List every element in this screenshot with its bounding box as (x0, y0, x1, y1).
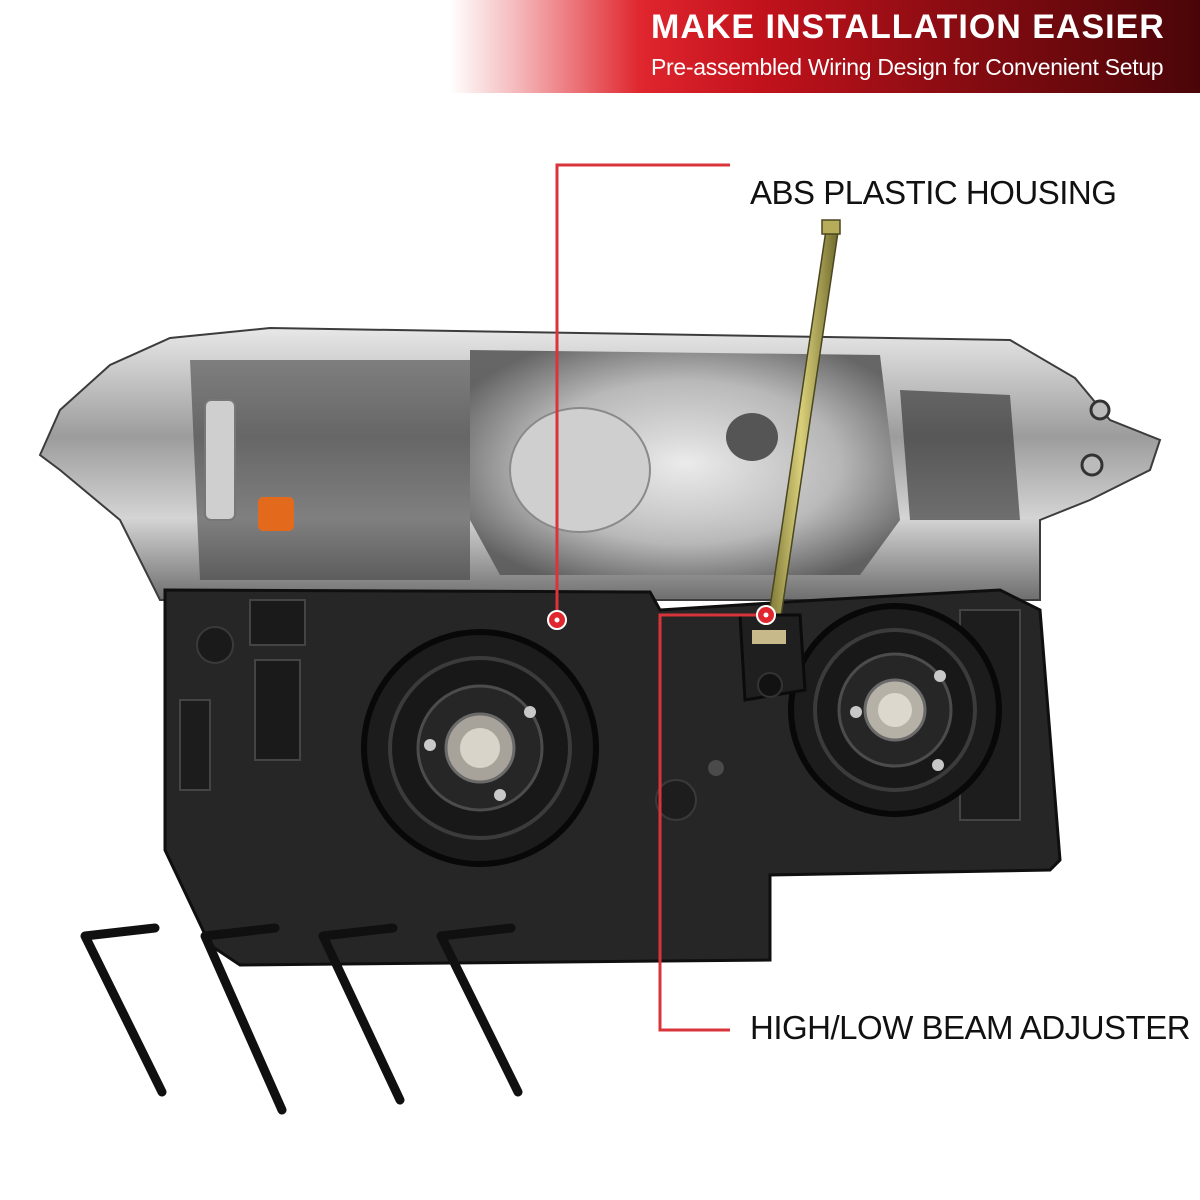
hex-key-icon (200, 923, 287, 1115)
banner-subtitle: Pre-assembled Wiring Design for Convenie… (651, 54, 1164, 80)
low-beam-socket (361, 629, 599, 867)
housing-leader-line (547, 163, 730, 630)
hex-key-icon (318, 923, 405, 1105)
amber-socket-icon (258, 497, 294, 531)
banner-title: MAKE INSTALLATION EASIER (651, 8, 1165, 46)
high-beam-socket (788, 603, 1002, 817)
hex-key-icon (436, 923, 523, 1097)
housing-callout-label: ABS PLASTIC HOUSING (750, 174, 1117, 211)
hex-key-set (80, 923, 523, 1115)
chrome-lens-housing (38, 326, 1162, 601)
adjuster-leader-line (658, 605, 776, 1032)
header-banner: MAKE INSTALLATION EASIER Pre-assembled W… (0, 0, 1200, 93)
adjuster-callout-label: HIGH/LOW BEAM ADJUSTER (750, 1009, 1191, 1046)
hex-key-icon (80, 923, 167, 1097)
beam-adjuster-rod (738, 219, 841, 702)
